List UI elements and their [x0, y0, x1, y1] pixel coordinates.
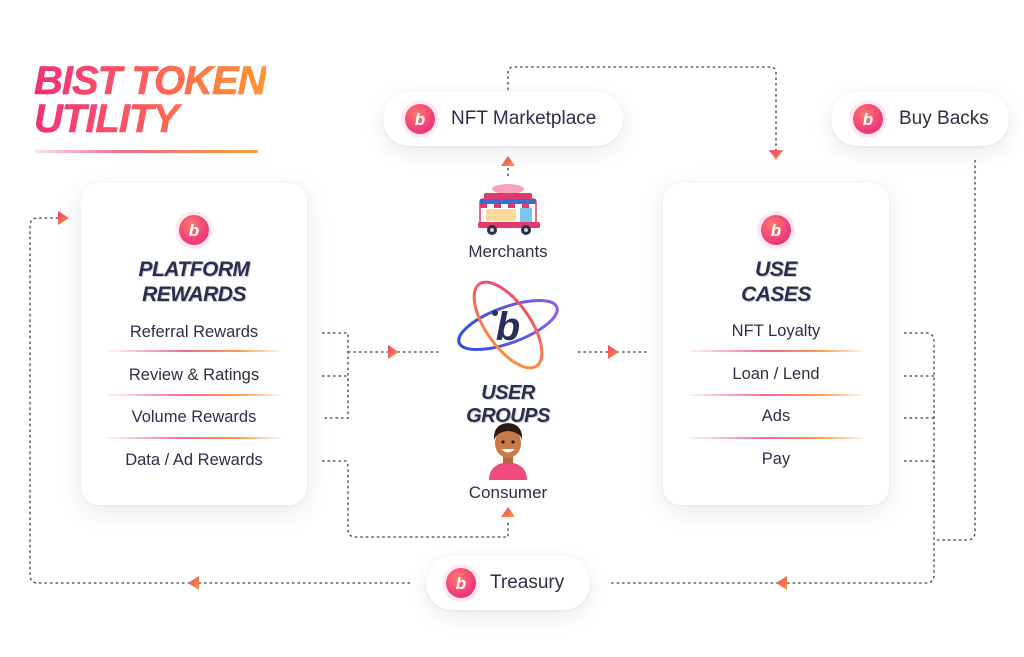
arrow-right-icon — [608, 345, 619, 359]
list-item-loan-lend: Loan / Lend — [732, 365, 820, 383]
arrow-up-icon — [501, 507, 515, 517]
divider — [689, 350, 863, 352]
title-underline — [34, 150, 258, 153]
buy-backs-label: Buy Backs — [899, 108, 989, 129]
arrow-down-icon — [769, 150, 783, 160]
list-item-referral-rewards: Referral Rewards — [129, 323, 259, 341]
divider — [107, 350, 281, 352]
platform-rewards-heading: PLATFORM REWARDS — [138, 258, 250, 306]
buy-backs-node: b Buy Backs — [831, 92, 1009, 146]
arrow-up-icon — [501, 156, 515, 166]
list-item-pay: Pay — [761, 450, 791, 468]
title-line-2: UTILITY — [34, 97, 180, 141]
connector-buybacks — [934, 160, 976, 541]
use-cases-card: b USE CASES NFT Loyalty Loan / Lend Ads … — [663, 183, 889, 505]
merchants-label: Merchants — [468, 242, 548, 261]
arrow-left-icon — [776, 576, 787, 590]
connector-referral — [322, 332, 349, 419]
list-item-ads: Ads — [761, 407, 791, 425]
connector-data-to-consumer — [322, 460, 509, 538]
connector-treasury-loop — [29, 217, 410, 584]
consumer-label: Consumer — [468, 483, 548, 502]
connector-nft-to-usecases — [507, 66, 777, 150]
list-item-volume-rewards: Volume Rewards — [131, 408, 257, 426]
food-truck-icon — [478, 184, 540, 235]
arrow-left-icon — [188, 576, 199, 590]
nft-marketplace-label: NFT Marketplace — [451, 108, 597, 129]
list-item-review-ratings: Review & Ratings — [128, 366, 260, 384]
list-item-data-ad-rewards: Data / Ad Rewards — [125, 451, 263, 469]
nft-marketplace-node: b NFT Marketplace — [383, 92, 623, 146]
treasury-label: Treasury — [490, 572, 565, 593]
svg-text:b: b — [496, 305, 520, 349]
bist-logo-icon: b — [853, 104, 883, 134]
platform-rewards-card: b PLATFORM REWARDS Referral Rewards Revi… — [81, 183, 307, 505]
bist-logo-icon: b — [179, 215, 209, 245]
divider — [107, 394, 281, 396]
bist-logo-icon: b — [761, 215, 791, 245]
user-groups-label: USER GROUPS — [466, 382, 550, 427]
divider — [689, 394, 863, 396]
arrow-right-icon — [388, 345, 399, 359]
treasury-node: b Treasury — [426, 556, 590, 610]
use-cases-heading: USE CASES — [741, 258, 811, 306]
arrow-right-icon — [58, 211, 69, 225]
user-groups-orbit-icon: b — [457, 280, 559, 370]
list-item-nft-loyalty: NFT Loyalty — [731, 322, 821, 340]
title-line-1: BIST TOKEN — [34, 59, 267, 103]
page-title: BIST TOKEN UTILITY — [34, 59, 267, 141]
divider — [107, 437, 281, 439]
bist-logo-icon: b — [405, 104, 435, 134]
bist-logo-icon: b — [446, 568, 476, 598]
consumer-avatar-icon — [489, 423, 527, 480]
divider — [689, 437, 863, 439]
